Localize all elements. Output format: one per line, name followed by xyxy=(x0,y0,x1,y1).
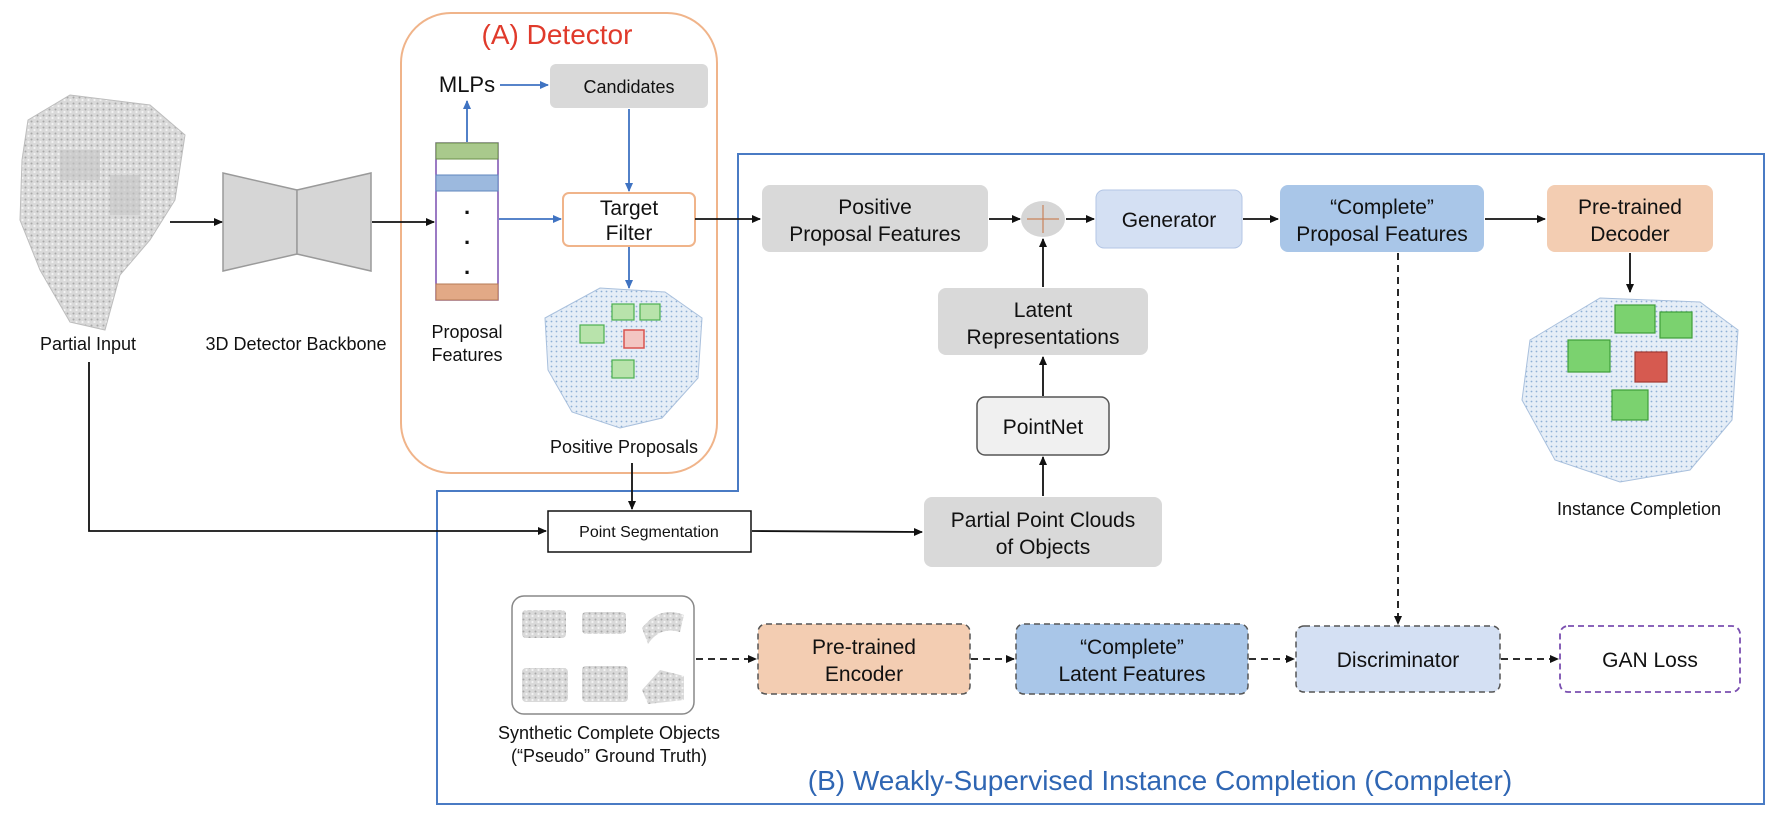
synthetic-objects-thumbnail xyxy=(511,595,695,715)
connectors xyxy=(88,81,1634,663)
gan-loss-box xyxy=(1559,625,1741,693)
pretrained-encoder-box xyxy=(757,623,971,695)
candidates-box xyxy=(550,64,708,108)
partial-point-clouds-label-1: Partial Point Clouds xyxy=(951,509,1135,532)
instance-completion-scene xyxy=(1521,297,1739,483)
point-segmentation-label: Point Segmentation xyxy=(579,524,719,541)
complete-proposal-features-label-1: “Complete” xyxy=(1330,196,1434,219)
complete-proposal-features-box xyxy=(1280,185,1484,252)
target-filter-label-2: Filter xyxy=(606,222,653,245)
candidates-label: Candidates xyxy=(583,77,674,97)
positive-proposals-label: Positive Proposals xyxy=(550,437,698,457)
pretrained-encoder-label-2: Encoder xyxy=(825,663,903,686)
gan-loss-label: GAN Loss xyxy=(1602,649,1698,672)
latent-representations-box xyxy=(938,288,1148,355)
mlps-label: MLPs xyxy=(439,72,495,97)
instance-completion-label: Instance Completion xyxy=(1557,499,1721,519)
discriminator-box xyxy=(1295,625,1501,693)
synthetic-objects-label-2: (“Pseudo” Ground Truth) xyxy=(511,746,707,766)
positive-proposal-features-label-1: Positive xyxy=(838,196,912,219)
proposal-features-label-2: Features xyxy=(431,345,502,365)
partial-point-clouds-box xyxy=(924,497,1162,567)
pretrained-decoder-box xyxy=(1547,185,1713,252)
completer-title: (B) Weakly-Supervised Instance Completio… xyxy=(808,765,1512,796)
detector-title: (A) Detector xyxy=(482,19,633,50)
target-filter-label-1: Target xyxy=(600,197,659,220)
backbone-shape xyxy=(222,172,372,272)
pretrained-decoder-label-2: Decoder xyxy=(1590,223,1669,246)
complete-latent-features-label-2: Latent Features xyxy=(1058,663,1205,686)
proposal-feature-stack: . . . xyxy=(435,142,499,301)
positive-proposal-features-box xyxy=(762,185,988,252)
complete-proposal-features-label-2: Proposal Features xyxy=(1296,223,1468,246)
sum-node xyxy=(1021,201,1065,237)
latent-representations-label-1: Latent xyxy=(1014,299,1073,322)
stack-dot-1: . xyxy=(464,194,470,219)
partial-input-label: Partial Input xyxy=(40,334,136,354)
proposal-features-label-1: Proposal xyxy=(431,322,502,342)
positive-proposal-features-label-2: Proposal Features xyxy=(789,223,961,246)
latent-representations-label-2: Representations xyxy=(967,326,1120,349)
pretrained-decoder-label-1: Pre-trained xyxy=(1578,196,1682,219)
partial-point-clouds-label-2: of Objects xyxy=(996,536,1091,559)
generator-box xyxy=(1095,189,1243,249)
stack-dot-3: . xyxy=(464,254,470,279)
point-segmentation-box xyxy=(547,510,752,553)
detector-frame xyxy=(400,12,718,474)
stack-dot-2: . xyxy=(464,224,470,249)
discriminator-label: Discriminator xyxy=(1337,649,1460,672)
positive-proposals-scene xyxy=(544,287,703,429)
pointnet-label: PointNet xyxy=(1003,416,1084,439)
complete-latent-features-label-1: “Complete” xyxy=(1080,636,1184,659)
complete-latent-features-box xyxy=(1015,623,1249,695)
partial-input-point-cloud xyxy=(19,94,186,331)
generator-label: Generator xyxy=(1122,209,1217,232)
pretrained-encoder-label-1: Pre-trained xyxy=(812,636,916,659)
pointnet-box xyxy=(976,396,1110,456)
synthetic-objects-label-1: Synthetic Complete Objects xyxy=(498,723,720,743)
completer-frame xyxy=(436,153,1765,805)
backbone-label: 3D Detector Backbone xyxy=(205,334,386,354)
